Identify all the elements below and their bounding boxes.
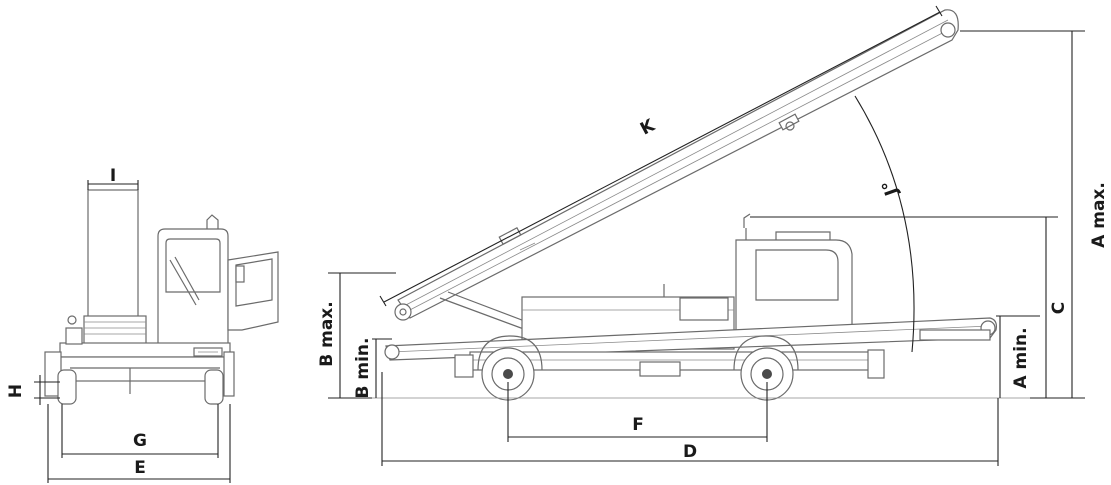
dim-label-A-max: A max. (1089, 182, 1109, 248)
dim-K-line (383, 11, 941, 303)
front-wheel-right (204, 369, 224, 405)
dim-label-H: H (6, 384, 26, 398)
truck-cab (735, 239, 853, 341)
belt-top-roller (940, 22, 956, 38)
dim-label-B-max: B max. (317, 301, 337, 367)
dim-label-K: K (637, 115, 659, 139)
dim-J-arc (854, 95, 915, 353)
front-cab (157, 228, 229, 346)
side-view: K J° A max. C A min. B max. B min. F (317, 5, 1109, 466)
dim-label-C: C (1049, 302, 1069, 314)
raised-conveyor-belt (397, 9, 959, 319)
front-wheel-left (57, 369, 77, 405)
front-view: I H G E (6, 166, 279, 483)
dim-label-D: D (683, 442, 697, 462)
front-belt-roller (83, 315, 147, 345)
dim-label-E: E (134, 458, 146, 478)
belt-bottom-roller (394, 303, 412, 321)
dim-label-F: F (632, 415, 644, 435)
dim-label-B-min: B min. (353, 338, 373, 399)
dim-label-J: J° (878, 177, 902, 199)
front-belt-column (87, 189, 139, 319)
front-chassis (55, 356, 233, 382)
dim-label-I: I (110, 166, 116, 186)
dim-label-A-min: A min. (1011, 327, 1031, 388)
truck-window (755, 249, 839, 301)
front-windshield (165, 238, 221, 293)
dim-label-G: G (133, 431, 147, 451)
